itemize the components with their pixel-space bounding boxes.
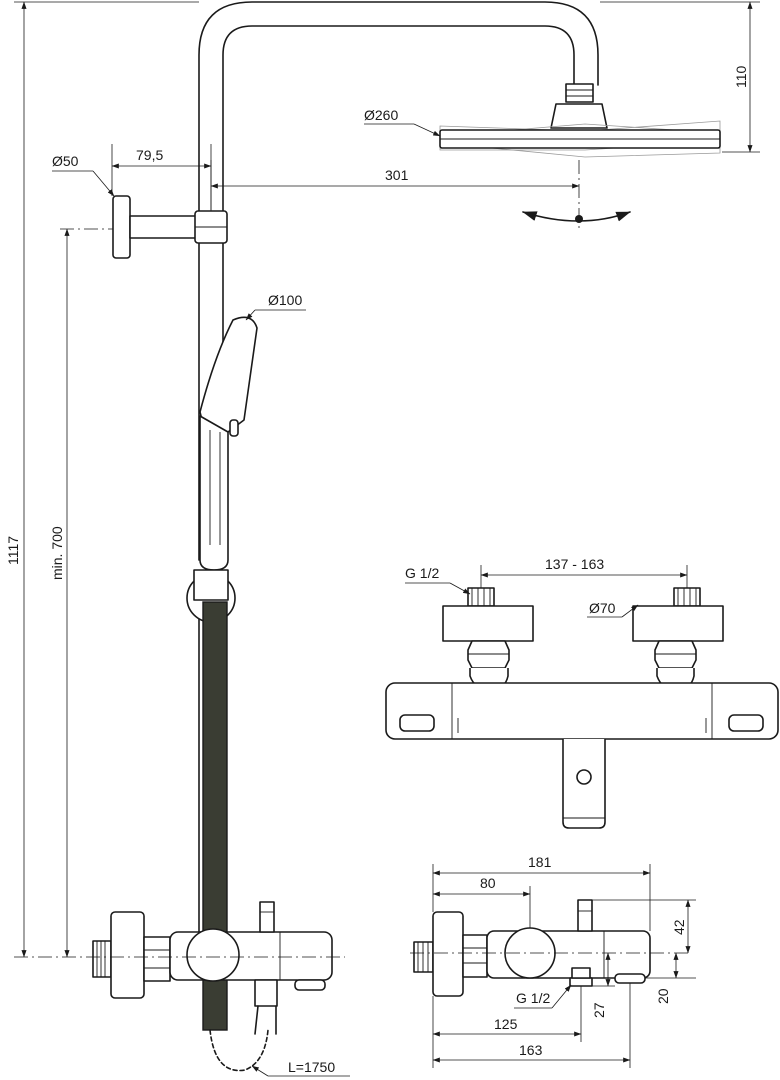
dim-head-offset: 110 [600, 1, 760, 153]
dim-163: 163 [432, 983, 631, 1068]
depth-181-label: 181 [528, 854, 552, 870]
head-offset-label: 110 [733, 65, 749, 88]
mixer-side-view [413, 899, 651, 997]
depth-80-label: 80 [480, 875, 496, 891]
dim-20: 20 [645, 952, 696, 1004]
dim-27: 27 [591, 952, 615, 1018]
mixer-front-view [385, 587, 779, 829]
dim-head-diameter: Ø260 [364, 107, 441, 137]
dim-181: 181 [432, 854, 651, 931]
hand-shower [199, 316, 258, 571]
dim-outlet-thread: G 1/2 [514, 984, 572, 1009]
handshower-holder [186, 569, 236, 623]
hose-length-label: L=1750 [288, 1059, 335, 1075]
dim-min-height: min. 700 [49, 228, 113, 958]
dim-handshower-diameter: Ø100 [245, 292, 306, 321]
dim-80: 80 [432, 875, 531, 928]
left-mixer [92, 901, 333, 1035]
depth-125-label: 125 [494, 1016, 518, 1032]
dim-inlet-spacing: 137 - 163 [480, 556, 688, 588]
escutcheon-diameter-label: Ø70 [589, 600, 616, 616]
height-42-label: 42 [671, 919, 687, 935]
depth-163-label: 163 [519, 1042, 543, 1058]
outlet-27-label: 27 [591, 1002, 607, 1018]
dim-125: 125 [432, 986, 582, 1068]
outlet-thread-label: G 1/2 [516, 990, 550, 1006]
dim-inlet-thread: G 1/2 [405, 565, 471, 595]
inlet-thread-label: G 1/2 [405, 565, 439, 581]
head-diameter-label: Ø260 [364, 107, 398, 123]
inlet-spacing-label: 137 - 163 [545, 556, 604, 572]
shower-head [439, 120, 721, 158]
overall-height-label: 1117 [5, 536, 21, 565]
dim-42: 42 [592, 899, 696, 954]
arm-reach-label: 301 [385, 167, 409, 183]
dim-wall-flange: Ø50 [52, 153, 115, 197]
rotation-arrow [522, 160, 631, 232]
dim-overall-height: 1117 [5, 1, 199, 958]
dim-arm-reach: 301 [210, 160, 580, 210]
handshower-diameter-label: Ø100 [268, 292, 302, 308]
wall-flange-diameter-label: Ø50 [52, 153, 79, 169]
dim-escutcheon-diameter: Ø70 [587, 600, 639, 618]
wall-bracket [112, 195, 228, 259]
dim-hose-length: L=1750 [251, 1059, 350, 1077]
bracket-offset-label: 79,5 [136, 147, 163, 163]
height-20-label: 20 [655, 988, 671, 1004]
head-connector [550, 83, 608, 129]
min-height-label: min. 700 [49, 526, 65, 580]
